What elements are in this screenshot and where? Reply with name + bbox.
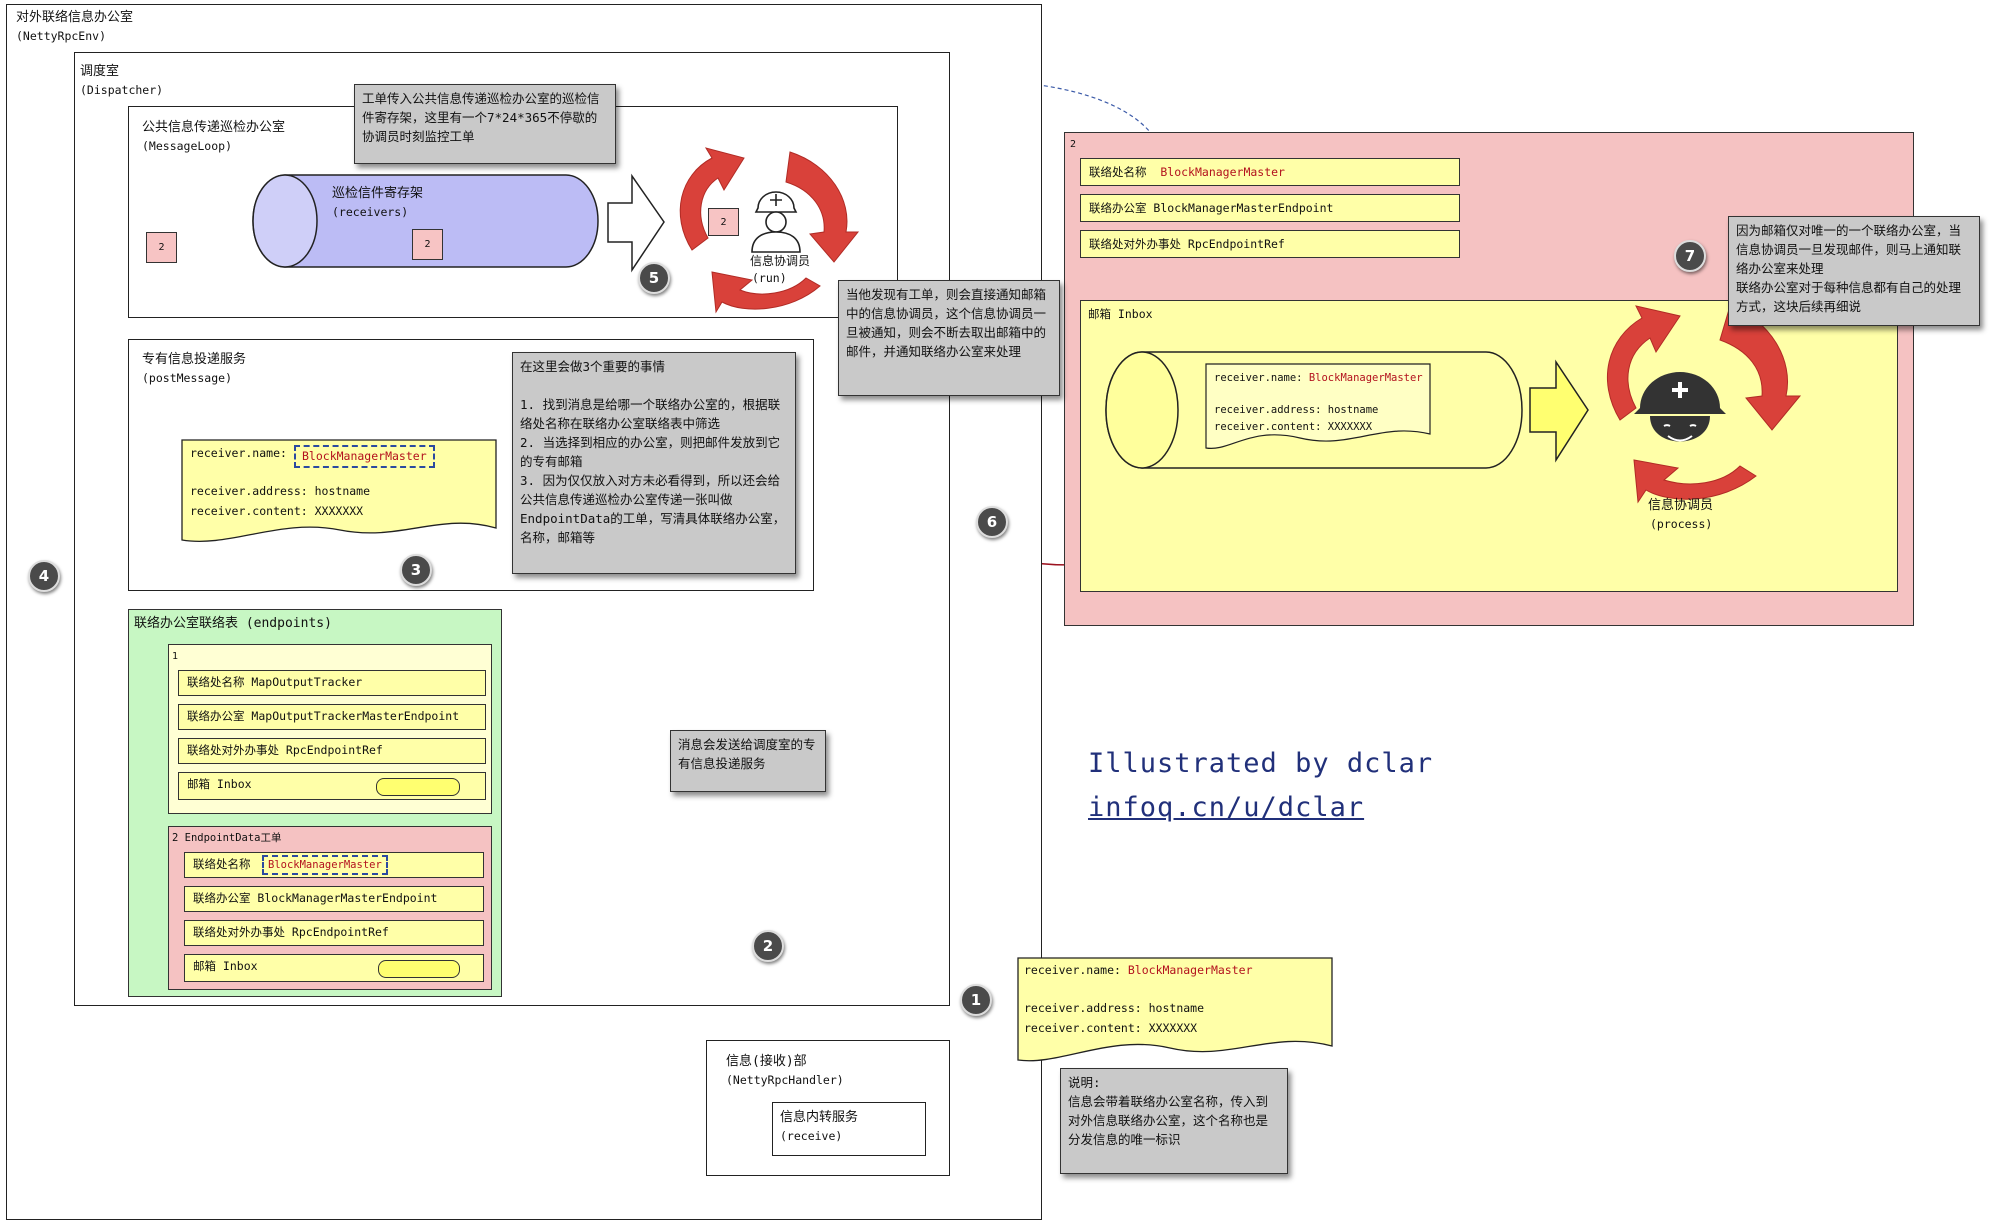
badge-5: 5 [638, 262, 670, 294]
receive-box [772, 1102, 926, 1156]
panel-office: 联络办公室 BlockManagerMasterEndpoint [1080, 194, 1460, 222]
letter-incoming-name-value: BlockManagerMaster [1127, 963, 1253, 977]
panel-worker-icon [1634, 372, 1726, 442]
badge-3: 3 [400, 554, 432, 586]
receive-title: 信息内转服务 [780, 1110, 859, 1125]
receiver-token: 2 [412, 229, 443, 260]
panel-letter-name-label: receiver.name: [1214, 372, 1303, 384]
note-explain: 说明: 信息会带着联络办公室名称，传入到对外信息联络办公室，这个名称也是分发信息… [1060, 1068, 1288, 1174]
env-subtitle: (NettyRpcEnv) [16, 29, 107, 43]
watermark-author: Illustrated by dclar [1088, 748, 1434, 779]
panel-letter-content: receiver.content: XXXXXXX [1214, 421, 1373, 433]
letter-incoming-name-label: receiver.name: [1024, 963, 1121, 977]
panel-letter-name: receiver.name: BlockManagerMaster [1214, 370, 1423, 387]
badge-4: 4 [28, 560, 60, 592]
entry1-inbox-pill [376, 778, 460, 796]
letter-post-address: receiver.address: hostname [190, 484, 371, 498]
entry2-ref: 联络处对外办事处 RpcEndpointRef [184, 920, 484, 946]
panel-worker-sub: (process) [1650, 517, 1713, 531]
badge-6: 6 [976, 506, 1008, 538]
panel-letter-address: receiver.address: hostname [1214, 404, 1379, 416]
loop-worker-sub: (run) [752, 271, 787, 285]
loop-worker-label: 信息协调员 [750, 254, 811, 268]
letter-incoming-address: receiver.address: hostname [1024, 1001, 1205, 1015]
hollow-arrow-loop [607, 173, 665, 273]
entry2-name-value: BlockManagerMaster [262, 855, 388, 875]
dispatcher-box [74, 52, 950, 1006]
note-three-things: 在这里会做3个重要的事情 1. 找到消息是给哪一个联络办公室的，根据联络处名称在… [512, 352, 796, 574]
note-top: 工单传入公共信息传递巡检办公室的巡检信件寄存架，这里有一个7*24*365不停歇… [354, 84, 616, 164]
watermark-link[interactable]: infoq.cn/u/dclar [1088, 792, 1365, 823]
panel-ref: 联络处对外办事处 RpcEndpointRef [1080, 230, 1460, 258]
endpoint-entry-1-index: 1 [172, 651, 179, 662]
panel-letter-name-value: BlockManagerMaster [1308, 372, 1423, 384]
badge-1: 1 [960, 984, 992, 1016]
post-message-subtitle: (postMessage) [142, 371, 233, 385]
panel-worker-label: 信息协调员 [1648, 498, 1714, 513]
panel-inbox-title: 邮箱 Inbox [1088, 307, 1153, 321]
entry2-inbox-pill [378, 960, 460, 978]
dispatcher-title: 调度室 [80, 64, 120, 79]
handler-subtitle: (NettyRpcHandler) [726, 1073, 844, 1087]
message-loop-subtitle: (MessageLoop) [142, 139, 233, 153]
entry1-ref: 联络处对外办事处 RpcEndpointRef [178, 738, 486, 764]
panel-name-label: 联络处名称 [1089, 165, 1147, 179]
incoming-token: 2 [146, 232, 177, 263]
letter-post-content: receiver.content: XXXXXXX [190, 504, 364, 518]
endpoint-panel-index: 2 [1070, 139, 1077, 150]
entry2-name-label: 联络处名称 [193, 857, 251, 871]
panel-name: 联络处名称 BlockManagerMaster [1080, 158, 1460, 186]
note-worker: 当他发现有工单，则会直接通知邮箱中的信息协调员，这个信息协调员一旦被通知，则会不… [838, 280, 1060, 396]
entry2-office: 联络办公室 BlockManagerMasterEndpoint [184, 886, 484, 912]
note-mailbox: 因为邮箱仅对唯一的一个联络办公室，当信息协调员一旦发现邮件，则马上通知联络办公室… [1728, 216, 1980, 326]
post-message-title: 专有信息投递服务 [142, 352, 247, 367]
letter-post-name-label: receiver.name: [190, 446, 287, 460]
letter-incoming-content: receiver.content: XXXXXXX [1024, 1021, 1198, 1035]
entry1-name: 联络处名称 MapOutputTracker [178, 670, 486, 696]
panel-name-value: BlockManagerMaster [1160, 165, 1285, 179]
post-message-box [128, 339, 814, 591]
env-title: 对外联络信息办公室 [16, 10, 134, 25]
receivers-subtitle: (receivers) [332, 205, 409, 219]
hollow-arrow-inbox [1529, 359, 1589, 463]
message-loop-title: 公共信息传递巡检办公室 [142, 120, 286, 135]
letter-post-name-value: BlockManagerMaster [294, 445, 435, 468]
worker-token: 2 [708, 208, 739, 236]
handler-title: 信息(接收)部 [726, 1054, 807, 1069]
note-dispatch: 消息会发送给调度室的专有信息投递服务 [670, 730, 826, 792]
badge-7: 7 [1674, 240, 1706, 272]
letter-incoming-name: receiver.name: BlockManagerMaster [1024, 962, 1253, 979]
badge-2: 2 [752, 930, 784, 962]
endpoints-title: 联络办公室联络表 (endpoints) [134, 616, 332, 631]
receive-subtitle: (receive) [780, 1129, 843, 1143]
entry1-office: 联络办公室 MapOutputTrackerMasterEndpoint [178, 704, 486, 730]
receivers-title: 巡检信件寄存架 [332, 186, 424, 201]
dispatcher-subtitle: (Dispatcher) [80, 83, 164, 97]
endpoint-entry-2-index: 2 EndpointData工单 [172, 832, 282, 844]
